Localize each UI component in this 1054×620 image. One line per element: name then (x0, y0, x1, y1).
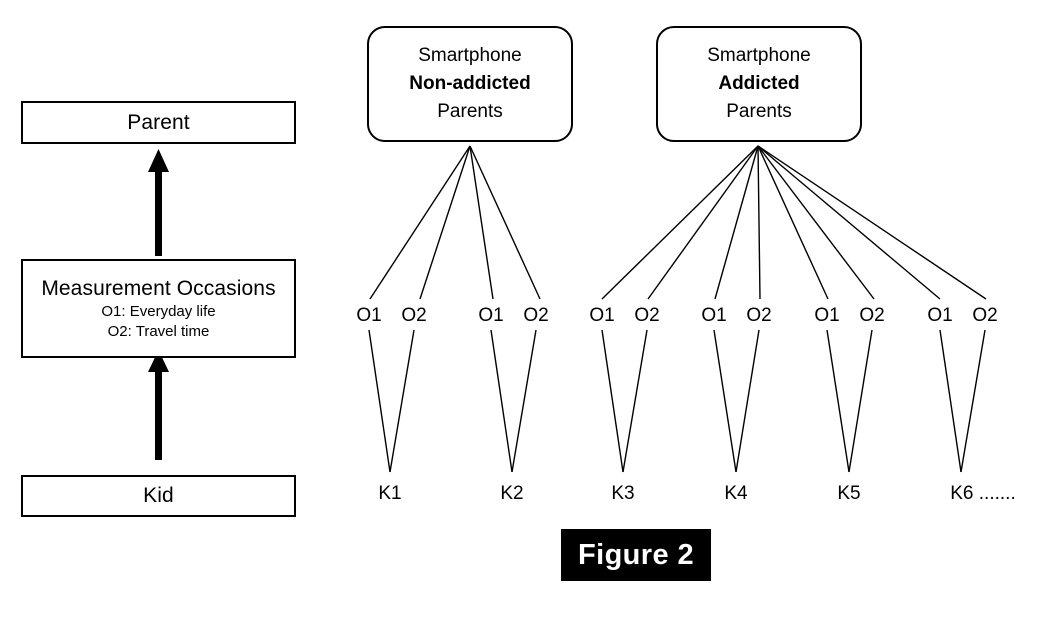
occasion-label-k3-o2: O2 (634, 305, 660, 326)
occasion-label-k5-o1: O1 (814, 305, 840, 326)
box-parent: Parent (21, 101, 296, 144)
box-measurement-occasions-sub2: O2: Travel time (107, 322, 210, 340)
kid-label-k6: K6 ....... (950, 483, 1016, 504)
box-measurement-occasions: Measurement Occasions O1: Everyday life … (21, 259, 296, 358)
group-box-addicted-line2: Addicted (718, 73, 800, 94)
box-measurement-occasions-sub1: O1: Everyday life (101, 302, 216, 320)
occasion-label-k1-o2: O2 (401, 305, 427, 326)
occasion-label-k6-o2: O2 (972, 305, 998, 326)
kid-label-k5: K5 (837, 483, 861, 504)
occasion-label-k1-o1: O1 (356, 305, 382, 326)
group2-occasion-to-kid-edges (601, 329, 986, 473)
occasion-label-k4-o2: O2 (746, 305, 772, 326)
group-box-non-addicted-line2: Non-addicted (409, 73, 531, 94)
occasion-label-k5-o2: O2 (859, 305, 885, 326)
box-parent-title: Parent (127, 110, 190, 134)
kid-label-k4: K4 (724, 483, 748, 504)
box-kid: Kid (21, 475, 296, 517)
kid-label-k2: K2 (500, 483, 524, 504)
group-box-non-addicted-line3: Parents (437, 101, 503, 122)
group1-occasion-to-kid-edges (368, 329, 537, 473)
occasion-label-k4-o1: O1 (701, 305, 727, 326)
left-arrow-occasions-to-parent (148, 149, 169, 256)
occasion-label-k6-o1: O1 (927, 305, 953, 326)
occasion-label-k3-o1: O1 (589, 305, 615, 326)
occasion-label-k2-o1: O1 (478, 305, 504, 326)
occasion-label-k2-o2: O2 (523, 305, 549, 326)
group-box-non-addicted-parents: Smartphone Non-addicted Parents (367, 26, 573, 142)
box-kid-title: Kid (143, 484, 174, 507)
box-measurement-occasions-title: Measurement Occasions (41, 276, 276, 300)
kid-label-k1: K1 (378, 483, 402, 504)
group1-parent-to-occasion-edges (369, 145, 541, 300)
group-box-addicted-parents: Smartphone Addicted Parents (656, 26, 862, 142)
left-arrow-kid-to-occasions (148, 350, 169, 460)
group-box-non-addicted-line1: Smartphone (418, 45, 522, 66)
group2-parent-to-occasion-edges (601, 145, 987, 300)
group-box-addicted-line3: Parents (726, 101, 792, 122)
group-box-addicted-line1: Smartphone (707, 45, 811, 66)
kid-label-k3: K3 (611, 483, 635, 504)
figure-caption: Figure 2 (561, 529, 711, 581)
